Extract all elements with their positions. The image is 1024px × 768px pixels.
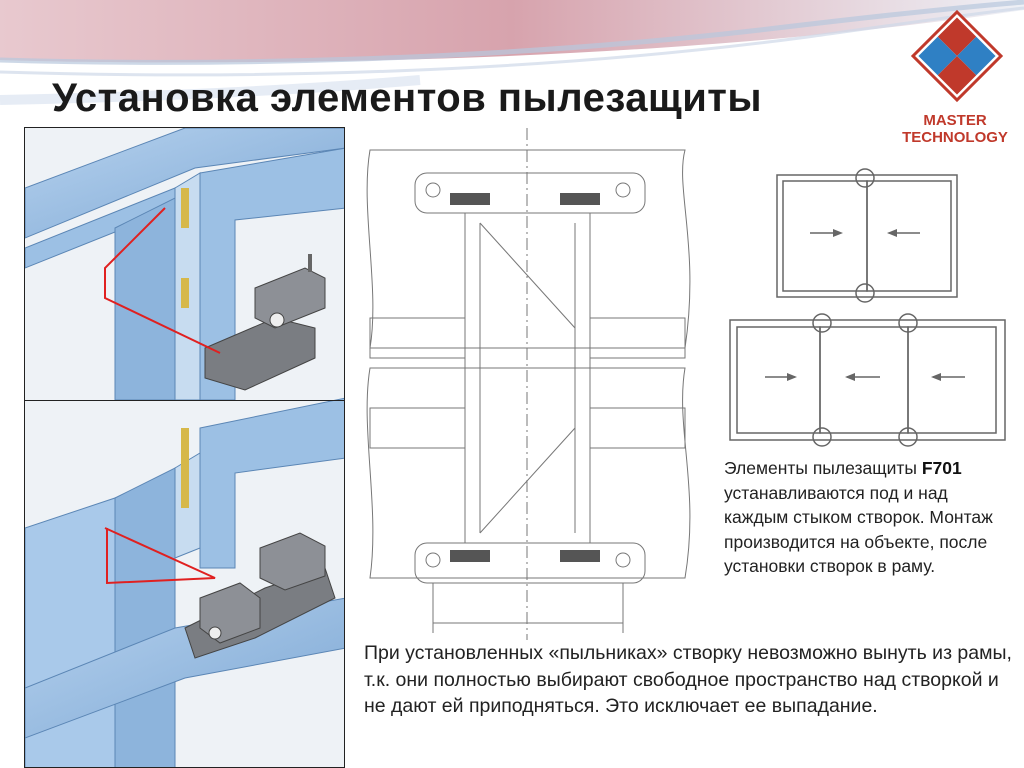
note-description: устанавливаются под и над каждым стыком … xyxy=(724,482,993,577)
header-decoration xyxy=(0,0,1024,105)
photo-divider xyxy=(25,400,344,401)
installation-note: Элементы пылезащиты F701 устанавливаются… xyxy=(724,456,1016,579)
window-junction-diagram xyxy=(729,168,1006,447)
logo-text-technology: TECHNOLOGY xyxy=(902,129,1008,146)
note-intro: Элементы пылезащиты xyxy=(724,458,922,478)
profile-photo-panel xyxy=(24,127,345,768)
product-code: F701 xyxy=(921,458,962,478)
profile-illustration xyxy=(25,128,344,767)
logo-text-master: MASTER xyxy=(923,112,987,129)
cross-section-drawing xyxy=(366,128,691,640)
slide-title: Установка элементов пылезащиты xyxy=(52,76,763,120)
master-technology-logo xyxy=(910,9,1004,103)
dust-seal-explanation: При установленных «пыльниках» створку не… xyxy=(364,642,1012,717)
